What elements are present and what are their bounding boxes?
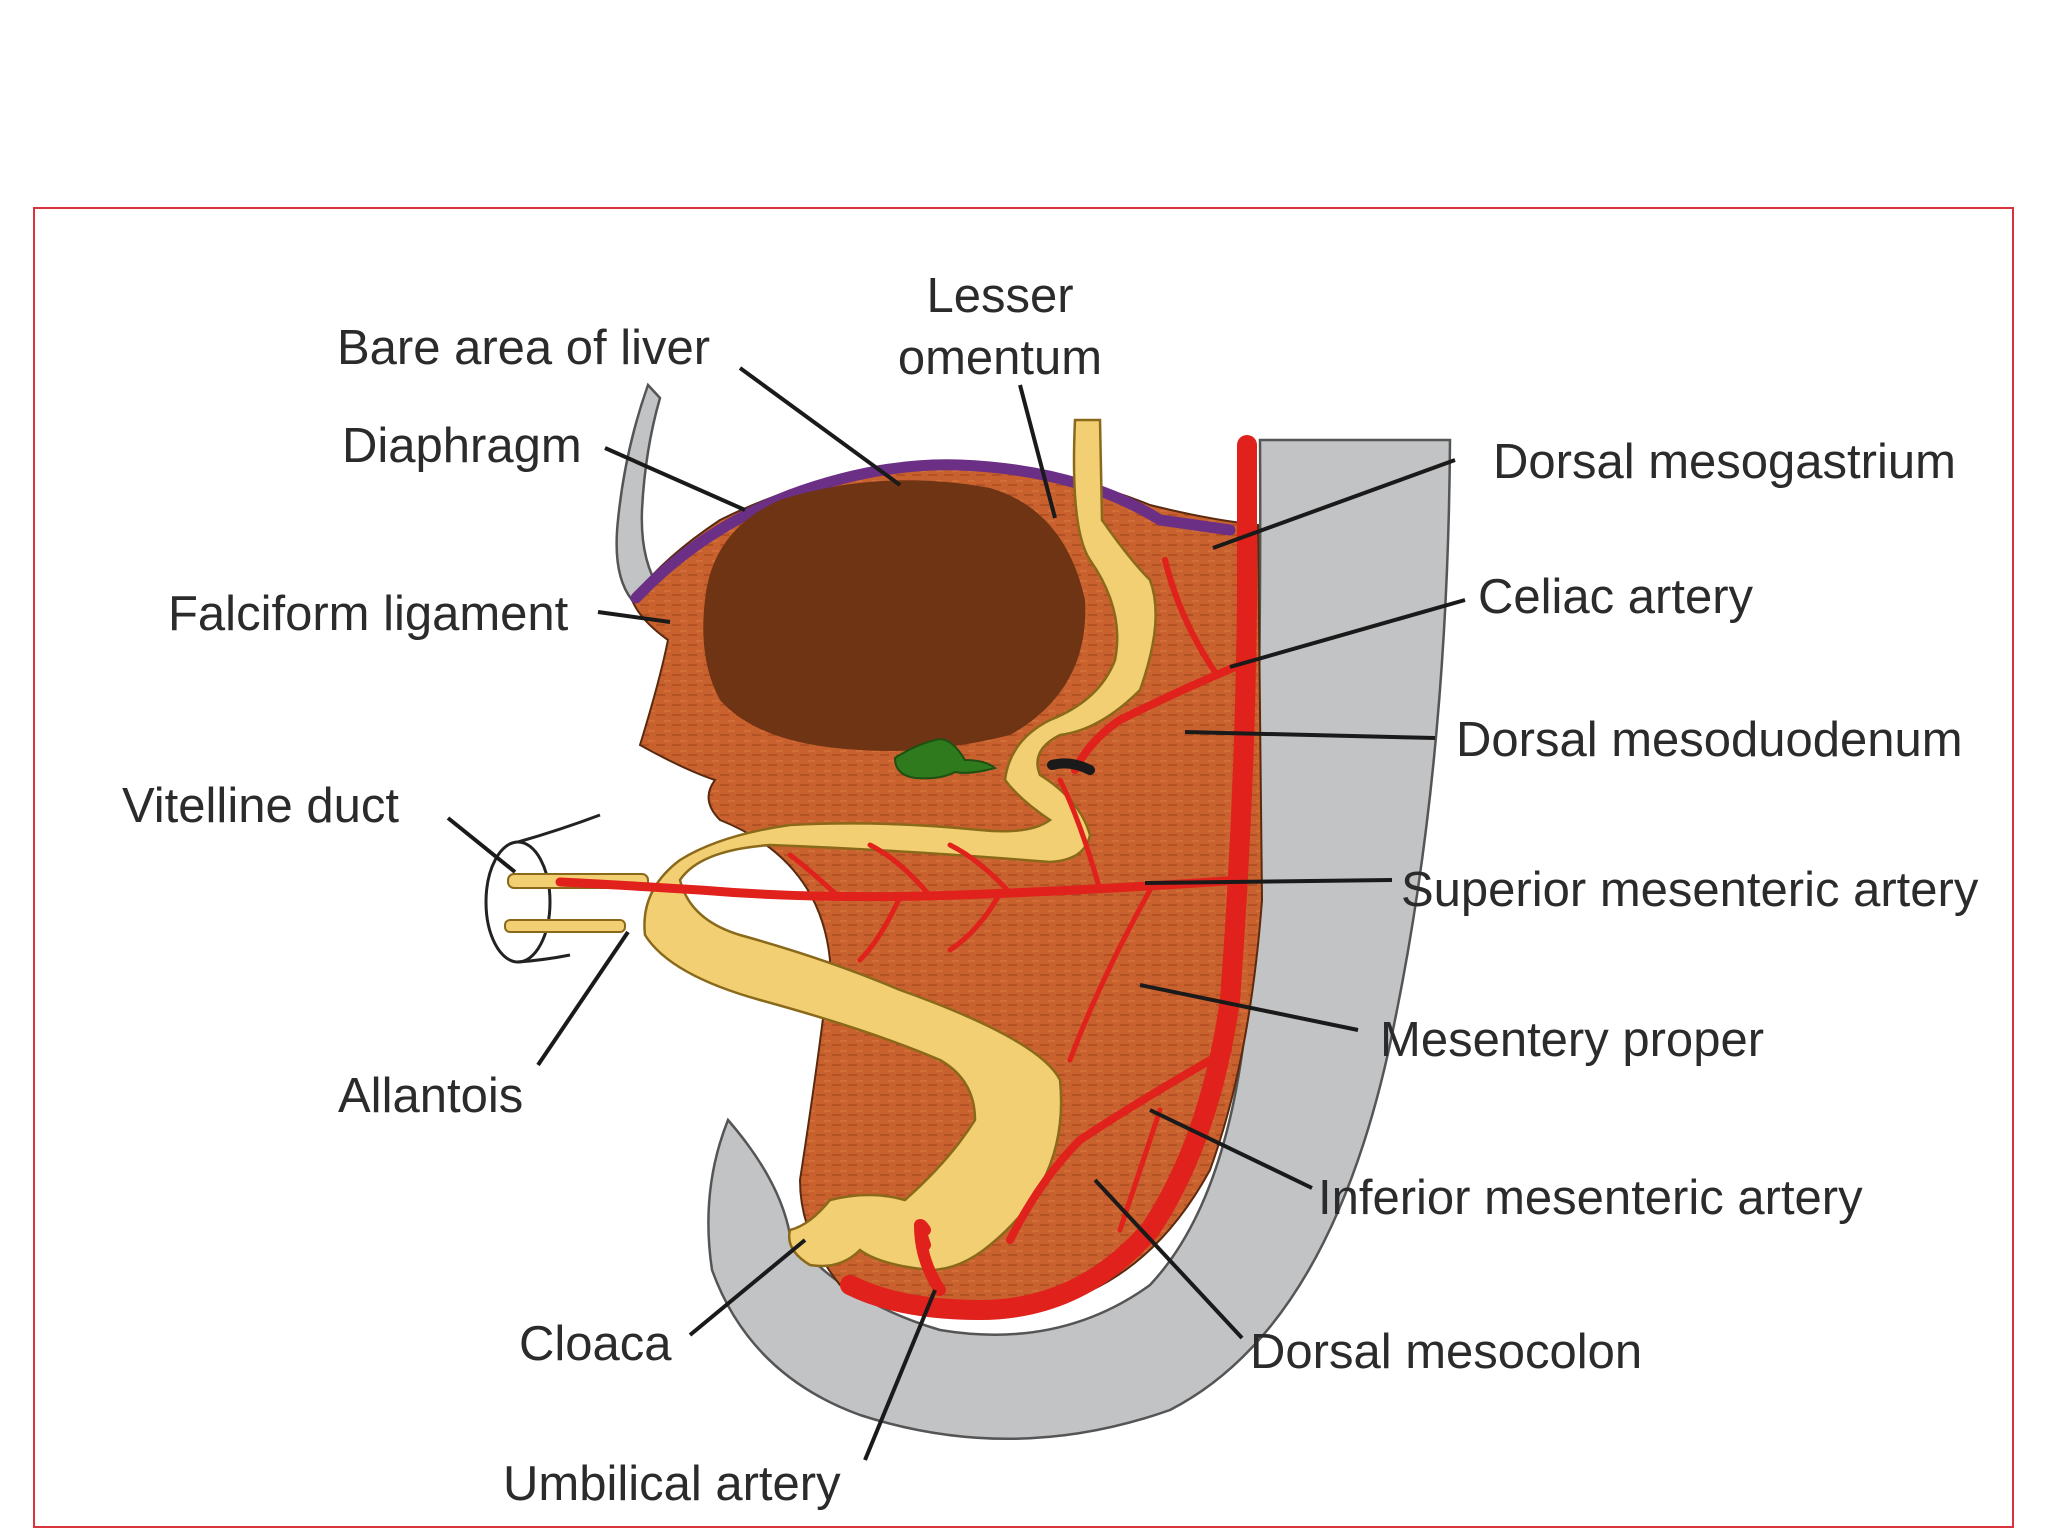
label-cloaca: Cloaca (519, 1317, 672, 1371)
posterior-body-wall (707, 438, 1452, 1440)
inferior-mesenteric-vessel (1006, 1046, 1232, 1244)
label-vitelline-duct: Vitelline duct (122, 779, 399, 833)
celiac-branch (1162, 557, 1218, 675)
leader-dorsal-mesocolon (1093, 1178, 1244, 1340)
label-umbilical-artery: Umbilical artery (503, 1457, 841, 1511)
allantois-duct (504, 919, 626, 933)
leader-celiac (1229, 598, 1466, 669)
leader-bare-area (738, 366, 902, 487)
label-inferior-mesenteric-artery: Inferior mesenteric artery (1318, 1171, 1863, 1225)
gut-tube (643, 418, 1157, 1272)
liver (703, 480, 1086, 751)
leader-umbilical-artery (863, 1289, 937, 1461)
leader-allantois (536, 930, 630, 1067)
label-mesentery-proper: Mesentery proper (1380, 1013, 1764, 1067)
celiac-artery-vessel (1071, 661, 1244, 774)
label-dorsal-mesogastrium: Dorsal mesogastrium (1493, 435, 1956, 489)
leader-falciform (597, 610, 671, 624)
leader-mesoduodenum (1184, 730, 1436, 740)
anterior-body-wall (615, 382, 662, 602)
umbilical-artery-vessel (914, 1219, 946, 1296)
leader-inferior-mesenteric (1149, 1108, 1313, 1190)
label-bare-area-of-liver: Bare area of liver (337, 321, 710, 375)
labels: Bare area of liver Lesser omentum Diaphr… (122, 269, 1979, 1511)
label-lesser-omentum-2: omentum (898, 331, 1102, 385)
leader-superior-mesenteric (1144, 878, 1393, 885)
vitelline-duct-stalk (517, 813, 601, 964)
label-lesser-omentum-1: Lesser (926, 269, 1073, 323)
umbilical-ring (484, 840, 552, 964)
superior-mesenteric-vessel (555, 875, 1245, 902)
leader-dorsal-mesogastrium (1212, 458, 1456, 550)
leader-cloaca (688, 1238, 807, 1337)
label-falciform-ligament: Falciform ligament (168, 587, 569, 641)
leader-mesentery-proper (1139, 983, 1359, 1032)
gallbladder (893, 738, 998, 780)
aorta (840, 435, 1257, 1321)
label-dorsal-mesocolon: Dorsal mesocolon (1250, 1325, 1642, 1379)
label-superior-mesenteric-artery: Superior mesenteric artery (1401, 863, 1979, 917)
label-celiac-artery: Celiac artery (1478, 570, 1754, 624)
label-diaphragm: Diaphragm (342, 419, 582, 473)
leader-lesser-omentum (1018, 384, 1057, 519)
leader-vitelline (446, 816, 517, 874)
leader-lines (446, 366, 1466, 1461)
leader-diaphragm (604, 446, 746, 512)
label-dorsal-mesoduodenum: Dorsal mesoduodenum (1456, 713, 1963, 767)
arterial-tree (555, 435, 1257, 1321)
label-allantois: Allantois (338, 1069, 523, 1123)
